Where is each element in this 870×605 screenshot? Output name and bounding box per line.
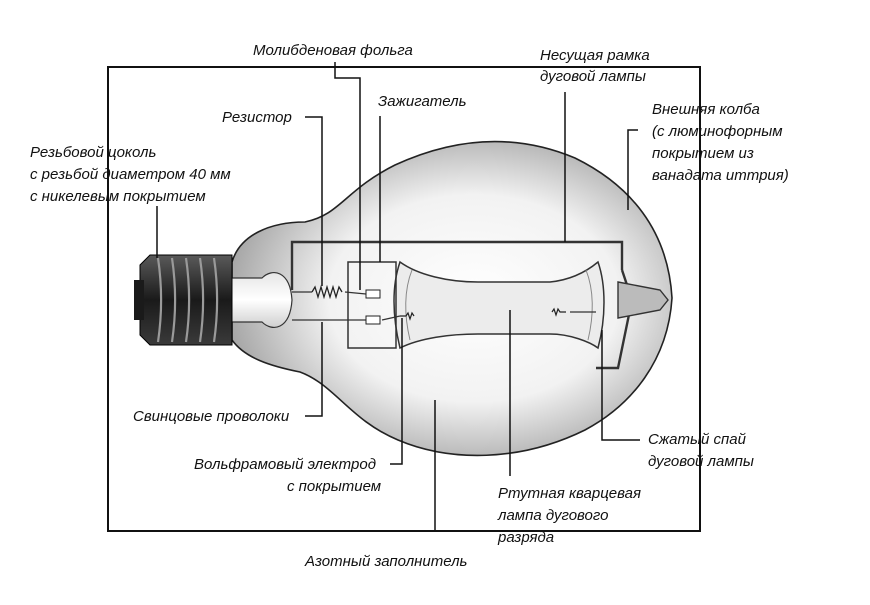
screw-base [134,254,233,346]
internal-wires [292,291,596,321]
label-pinch-seal-line2: дуговой лампы [648,453,754,470]
label-outer-bulb-line2: (с люминофорным [652,123,783,140]
label-moly-foil: Молибденовая фольга [253,42,413,59]
label-arc-tube-line2: лампа дугового [497,507,608,524]
resistor-coil [311,284,343,300]
label-electrode-line2: с покрытием [287,478,381,495]
moly-foil-upper [365,289,381,299]
arc-tube [393,260,605,350]
label-outer-bulb-line3: покрытием из [652,145,754,162]
end-pin [617,281,669,319]
glass-stem [227,272,293,328]
label-outer-bulb-line4: ванадата иттрия) [652,167,789,184]
igniter-box [347,261,397,349]
label-pinch-seal-line1: Сжатый спай [648,431,747,448]
frame-border [107,66,701,532]
moly-foil-lower [365,315,381,325]
label-lead-wires: Свинцовые проволоки [133,408,290,425]
label-base-line2: с резьбой диаметром 40 мм [30,166,231,183]
electrode-right [551,307,566,317]
label-arc-tube-line1: Ртутная кварцевая [498,485,641,502]
label-frame-line1: Несущая рамка [540,47,650,64]
label-igniter: Зажигатель [378,93,467,110]
leader-lines [156,62,640,530]
label-resistor: Резистор [222,109,292,126]
electrode-left [400,311,415,321]
label-outer-bulb-line1: Внешняя колба [652,101,760,118]
label-arc-tube-line3: разряда [497,529,554,546]
label-electrode-line1: Вольфрамовый электрод [194,456,376,473]
label-base-line3: с никелевым покрытием [30,188,206,205]
label-frame-line2: дуговой лампы [540,68,646,85]
label-nitrogen-fill: Азотный заполнитель [304,553,468,570]
label-base-line1: Резьбовой цоколь [30,144,156,161]
